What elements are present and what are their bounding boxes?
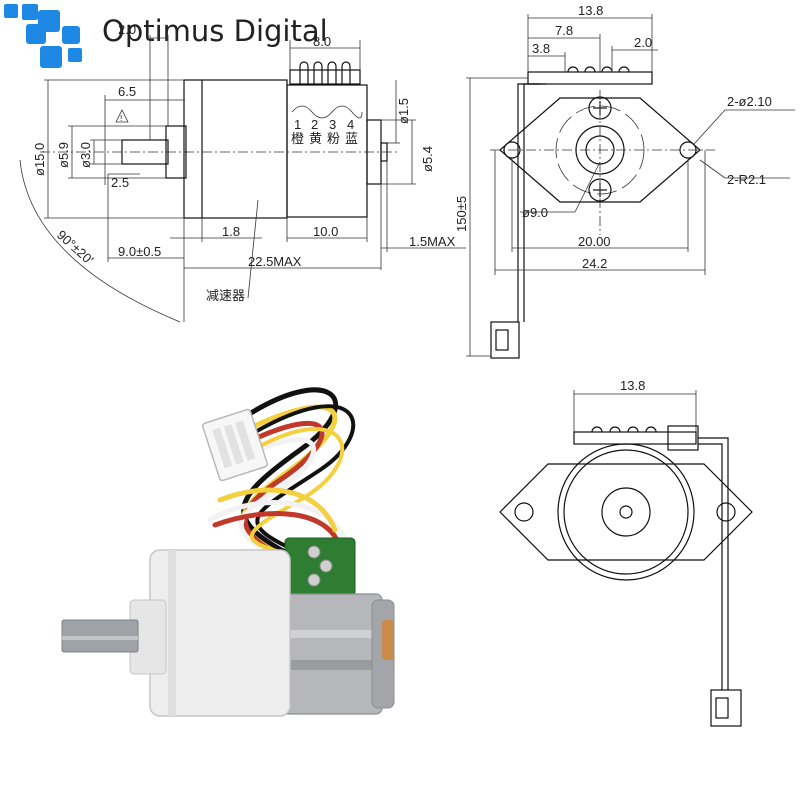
back-boss	[601, 487, 651, 537]
dim-side-1-8: 1.8	[222, 224, 240, 239]
rear-shaft	[380, 142, 388, 162]
gearbox-label: 减速器	[206, 288, 245, 303]
dim-side-d5-4: ø5.4	[420, 146, 435, 172]
shaft	[121, 139, 169, 165]
dim-side-d5-9: ø5.9	[56, 142, 71, 168]
pin-number: 4	[347, 117, 354, 132]
front-terminal-pins	[567, 66, 630, 73]
back-wire	[698, 437, 729, 690]
back-can-inner	[563, 449, 689, 575]
pin-note: 蓝	[345, 131, 358, 146]
dim-side-8-0: 8.0	[313, 34, 331, 49]
dim-side-d3: ø3.0	[78, 142, 93, 168]
front-connector	[490, 321, 520, 359]
photo-connector	[201, 408, 269, 482]
dim-front-2-0: 2.0	[634, 35, 652, 50]
photo-motor-can	[281, 593, 383, 715]
back-hole-left	[514, 502, 534, 522]
flange	[499, 97, 701, 203]
terminal-pins	[299, 61, 351, 84]
dim-front-24-2: 24.2	[582, 256, 607, 271]
motor-photo	[61, 387, 395, 717]
back-terminal-strip	[573, 431, 697, 445]
back-shaft	[619, 505, 633, 519]
front-wire	[517, 83, 540, 322]
dim-front-radius: 2-R2.1	[727, 172, 766, 187]
dim-side-d15: ø15.0	[32, 143, 47, 176]
warning-icon	[115, 109, 129, 123]
dim-front-20-00: 20.00	[578, 234, 611, 249]
dim-side-angle: 90°±20'	[54, 227, 97, 267]
dim-side-2-5: 2.5	[111, 175, 129, 190]
pin-note: 黄	[309, 131, 322, 146]
pin-number: 3	[329, 117, 336, 132]
dim-side-9-0: 9.0±0.5	[118, 244, 161, 259]
back-can	[557, 443, 695, 581]
dim-side-10-0: 10.0	[313, 224, 338, 239]
pin-number: 1	[294, 117, 301, 132]
dim-side-6-5: 6.5	[118, 84, 136, 99]
wavy-break	[291, 105, 363, 119]
collar	[165, 125, 187, 179]
back-wire-clamp	[667, 425, 699, 451]
brand-logo: Optimus Digital	[4, 4, 328, 68]
dim-front-7-8: 7.8	[555, 23, 573, 38]
front-terminal-strip	[527, 71, 653, 85]
pin-note: 橙	[291, 131, 304, 146]
back-view: 13.8	[499, 378, 753, 727]
dim-side-22-5max: 22.5MAX	[248, 254, 302, 269]
dim-back-13-8: 13.8	[620, 378, 645, 393]
motor-can	[286, 84, 368, 218]
gearbox	[183, 79, 288, 219]
dim-front-3-8: 3.8	[532, 41, 550, 56]
front-view: 13.8 7.8 3.8 2.0 2-ø2.10 2-R2.1 ø9.0 20.…	[454, 3, 795, 359]
dim-side-d1-5: ø1.5	[396, 98, 411, 124]
dim-front-150: 150±5	[454, 196, 469, 232]
photo-solder	[307, 545, 321, 559]
back-connector	[710, 689, 742, 727]
angle-arc	[19, 159, 181, 323]
dim-side-2-0: 2.0	[118, 22, 136, 37]
side-view: 1 2 3 4 橙 黄 粉 蓝 2.0 8.0 6.5 ! ø15.0 ø5.9	[19, 22, 466, 323]
terminal-board	[289, 69, 361, 85]
dim-front-13-8: 13.8	[578, 3, 603, 18]
dim-front-hole: 2-ø2.10	[727, 94, 772, 109]
logo-mark-icon	[4, 4, 82, 68]
pin-number: 2	[311, 117, 318, 132]
back-hole-right	[716, 502, 736, 522]
back-flange	[499, 463, 753, 561]
back-terminal-pins	[591, 426, 657, 433]
dim-side-1-5max: 1.5MAX	[409, 234, 456, 249]
dim-front-d9: ø9.0	[522, 205, 548, 220]
pin-note: 粉	[327, 131, 340, 146]
warning-glyph: !	[120, 114, 122, 123]
